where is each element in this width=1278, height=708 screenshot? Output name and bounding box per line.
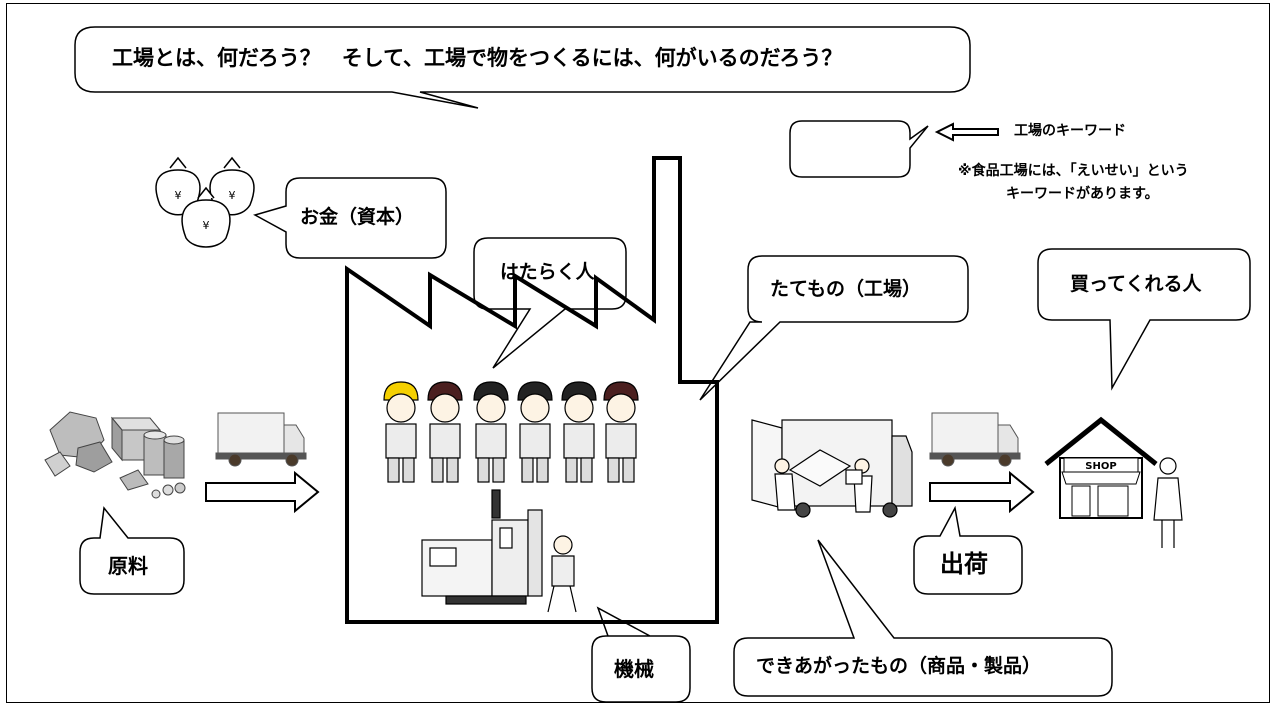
machines-label: 機械 [614, 657, 654, 681]
machines-bubble [591, 606, 691, 703]
workers-label: はたらく人 [500, 261, 595, 283]
money-bags-icon [155, 156, 255, 248]
factory-outline [345, 156, 719, 624]
shop-sign: SHOP [1085, 461, 1116, 472]
products-bubble [733, 539, 1113, 697]
products-label: できあがったもの（商品・製品） [756, 655, 1042, 677]
money-bubble [253, 177, 447, 259]
yen-sign-1: ¥ [175, 189, 182, 202]
keyword-arrow [934, 122, 999, 142]
keyword-bubble [789, 120, 929, 178]
machinery-icon [421, 489, 577, 613]
food-factory-note: ※食品工場には、「えいせい」という [958, 163, 1189, 179]
buyers-label: 買ってくれる人 [1070, 273, 1202, 295]
food-factory-note-2: キーワードがあります。 [1006, 186, 1159, 202]
workers-icon [383, 381, 639, 483]
building-bubble [699, 255, 969, 401]
keyword-legend-label: 工場のキーワード [1014, 123, 1126, 139]
money-label: お金（資本） [300, 206, 415, 228]
question-bubble [74, 26, 971, 109]
delivery-scene-icon [751, 419, 913, 518]
yen-sign-2: ¥ [229, 189, 236, 202]
raw-materials-icon [44, 411, 186, 499]
shipping-label: 出荷 [940, 550, 988, 578]
buyers-bubble [1037, 248, 1251, 391]
materials-label: 原料 [108, 554, 148, 578]
building-label: たてもの（工場） [770, 278, 922, 300]
truck-icon-right [929, 412, 1021, 467]
question-text: 工場とは、何だろう？ そして、工場で物をつくるには、何がいるのだろう？ [112, 46, 843, 70]
materials-bubble [79, 506, 185, 595]
arrow-products-to-shop [929, 470, 1035, 514]
shipping-bubble [913, 505, 1023, 595]
yen-sign-3: ¥ [203, 219, 210, 232]
truck-icon-left [215, 412, 307, 467]
customer-icon [1153, 457, 1183, 548]
arrow-materials-to-factory [205, 470, 320, 514]
workers-bubble [473, 237, 627, 369]
shop-icon [1044, 416, 1158, 519]
